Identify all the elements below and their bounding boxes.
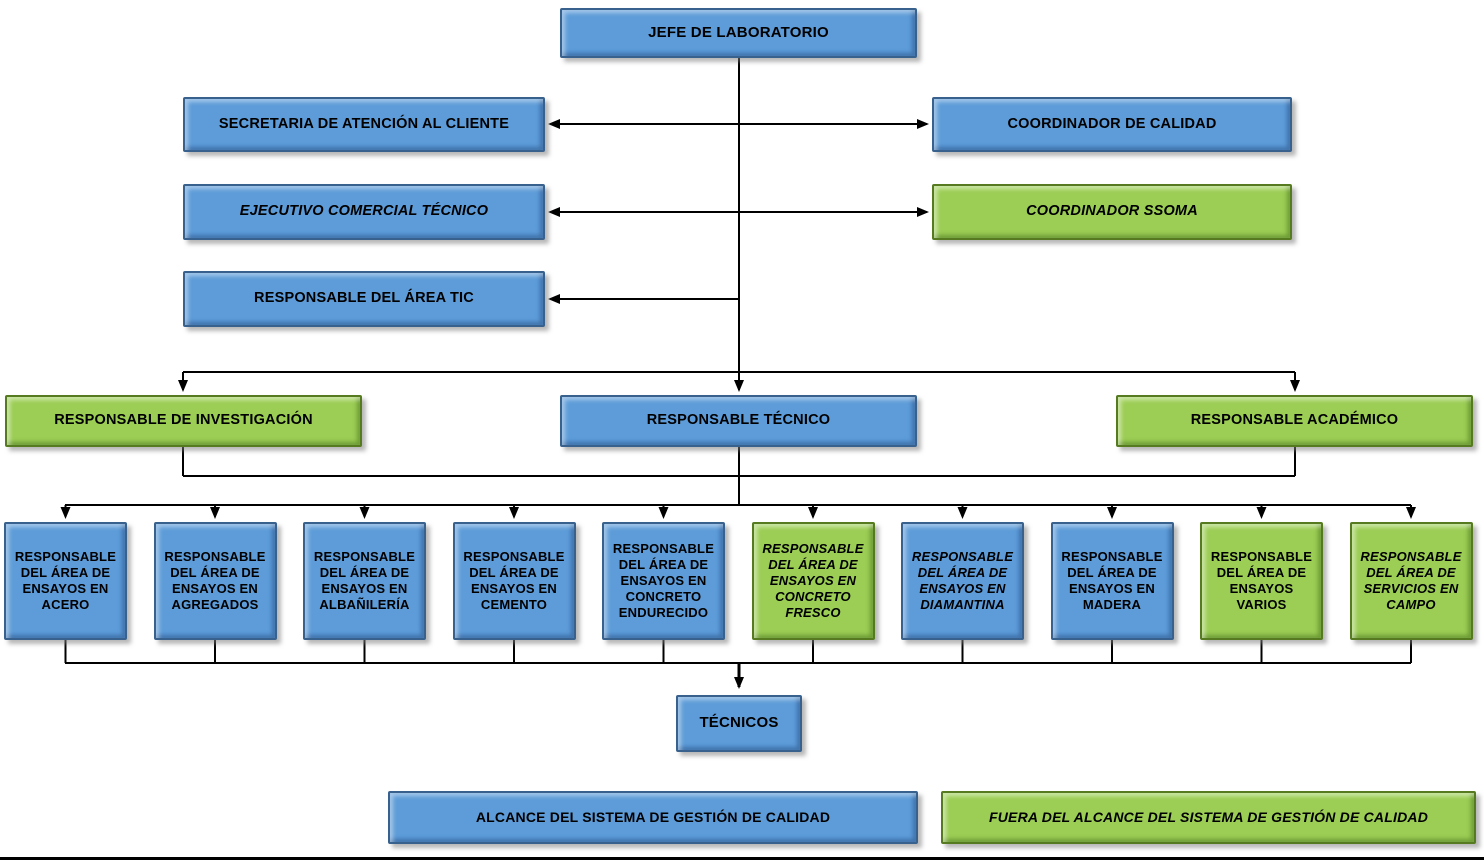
node-area-ensayos-acero: RESPONSABLE DEL ÁREA DE ENSAYOS EN ACERO [4, 522, 127, 640]
node-area-ensayos-cemento: RESPONSABLE DEL ÁREA DE ENSAYOS EN CEMEN… [452, 522, 576, 640]
node-responsable-tecnico: RESPONSABLE TÉCNICO [560, 395, 917, 447]
node-area-concreto-endurecido: RESPONSABLE DEL ÁREA DE ENSAYOS EN CONCR… [602, 522, 725, 640]
node-coordinador-ssoma: COORDINADOR SSOMA [932, 184, 1292, 240]
legend-out-of-scope: FUERA DEL ALCANCE DEL SISTEMA DE GESTIÓN… [941, 791, 1476, 844]
node-area-concreto-fresco: RESPONSABLE DEL ÁREA DE ENSAYOS EN CONCR… [751, 522, 875, 640]
node-area-ensayos-varios: RESPONSABLE DEL ÁREA DE ENSAYOS VARIOS [1200, 522, 1323, 640]
node-responsable-area-tic: RESPONSABLE DEL ÁREA TIC [183, 271, 545, 327]
node-jefe-de-laboratorio: JEFE DE LABORATORIO [560, 8, 917, 58]
node-responsable-academico: RESPONSABLE ACADÉMICO [1116, 395, 1473, 447]
node-area-servicios-campo: RESPONSABLE DEL ÁREA DE SERVICIOS EN CAM… [1349, 522, 1473, 640]
node-ejecutivo-comercial-tecnico: EJECUTIVO COMERCIAL TÉCNICO [183, 184, 545, 240]
legend-in-scope: ALCANCE DEL SISTEMA DE GESTIÓN DE CALIDA… [388, 791, 918, 844]
page-bottom-border [0, 857, 1484, 860]
node-secretaria-atencion-cliente: SECRETARIA DE ATENCIÓN AL CLIENTE [183, 97, 545, 152]
node-coordinador-calidad: COORDINADOR DE CALIDAD [932, 97, 1292, 152]
node-tecnicos: TÉCNICOS [676, 695, 802, 752]
node-area-ensayos-madera: RESPONSABLE DEL ÁREA DE ENSAYOS EN MADER… [1050, 522, 1174, 640]
node-responsable-investigacion: RESPONSABLE DE INVESTIGACIÓN [5, 395, 362, 447]
node-area-ensayos-albanileria: RESPONSABLE DEL ÁREA DE ENSAYOS EN ALBAÑ… [303, 522, 426, 640]
node-area-ensayos-diamantina: RESPONSABLE DEL ÁREA DE ENSAYOS EN DIAMA… [901, 522, 1024, 640]
node-area-ensayos-agregados: RESPONSABLE DEL ÁREA DE ENSAYOS EN AGREG… [153, 522, 277, 640]
